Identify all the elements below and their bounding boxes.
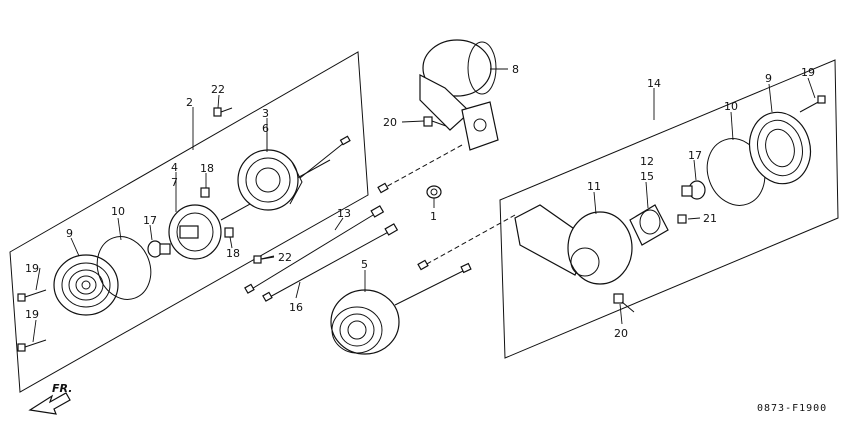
lens-gasket-left — [96, 236, 152, 300]
wire-body-11 — [424, 214, 516, 266]
callout-22-lower: 22 — [278, 251, 292, 264]
right-assembly-boundary — [499, 59, 839, 359]
wire-harness-13 — [244, 205, 385, 294]
callout-22-top: 22 — [211, 83, 225, 96]
turn-signal-lamp-8 — [419, 39, 499, 151]
bulb-right — [681, 180, 706, 200]
callout-3: 3 — [262, 107, 269, 120]
callout-6: 6 — [262, 122, 269, 135]
turn-signal-lens-left — [53, 254, 119, 316]
callout-10-right: 10 — [724, 100, 738, 113]
callout-9-right: 9 — [765, 72, 772, 85]
connector-left-upper — [339, 135, 351, 146]
screw-18-lower — [224, 227, 234, 238]
leader-lines — [32, 68, 816, 343]
callout-18-upper: 18 — [200, 162, 214, 175]
callout-17-right: 17 — [688, 149, 702, 162]
screw-18-upper — [200, 187, 210, 198]
callout-1: 1 — [430, 210, 437, 223]
screw-21 — [677, 214, 687, 224]
callout-7: 7 — [171, 176, 178, 189]
grommet-1 — [426, 185, 442, 199]
turn-signal-lamp-5 — [330, 262, 472, 355]
screw-20-upper — [423, 116, 447, 127]
wire-harness-16 — [262, 223, 399, 302]
callout-5: 5 — [361, 258, 368, 271]
turn-signal-body-11 — [514, 204, 633, 285]
callout-8: 8 — [512, 63, 519, 76]
wire-lamp-8 — [383, 144, 463, 189]
callout-9-left: 9 — [66, 227, 73, 240]
bulb-left — [147, 240, 171, 258]
callout-17-left: 17 — [143, 214, 157, 227]
callout-19-lower: 19 — [25, 308, 39, 321]
figure-code: 0873-F1900 — [757, 403, 827, 414]
wire-left-upper — [299, 141, 346, 179]
direction-label: FR. — [52, 382, 72, 395]
callout-10-left: 10 — [111, 205, 125, 218]
front-direction-arrow — [28, 392, 71, 415]
connector-body-11 — [417, 259, 429, 271]
bulb-socket-right — [629, 204, 669, 246]
callout-20-lower: 20 — [614, 327, 628, 340]
callout-20-upper: 20 — [383, 116, 397, 129]
signal-housing-left — [237, 149, 303, 211]
callout-12: 12 — [640, 155, 654, 168]
connector-lamp-8 — [377, 182, 389, 194]
callout-19-right: 19 — [801, 66, 815, 79]
screw-19-lower — [17, 339, 47, 352]
callout-4: 4 — [171, 161, 178, 174]
callout-14: 14 — [647, 77, 661, 90]
screw-20-lower — [613, 293, 635, 313]
callout-19-upper: 19 — [25, 262, 39, 275]
callout-15: 15 — [640, 170, 654, 183]
bulb-socket-left — [168, 159, 331, 260]
callout-16: 16 — [289, 301, 303, 314]
turn-signal-lens-right — [748, 111, 812, 185]
screw-19-right — [799, 95, 826, 113]
callout-21: 21 — [703, 212, 717, 225]
callout-11: 11 — [587, 180, 601, 193]
left-assembly-boundary — [9, 51, 369, 393]
screw-19-upper — [17, 289, 47, 302]
screw-22-top — [213, 107, 233, 117]
callout-13: 13 — [337, 207, 351, 220]
callout-2: 2 — [186, 96, 193, 109]
callout-18-lower: 18 — [226, 247, 240, 260]
